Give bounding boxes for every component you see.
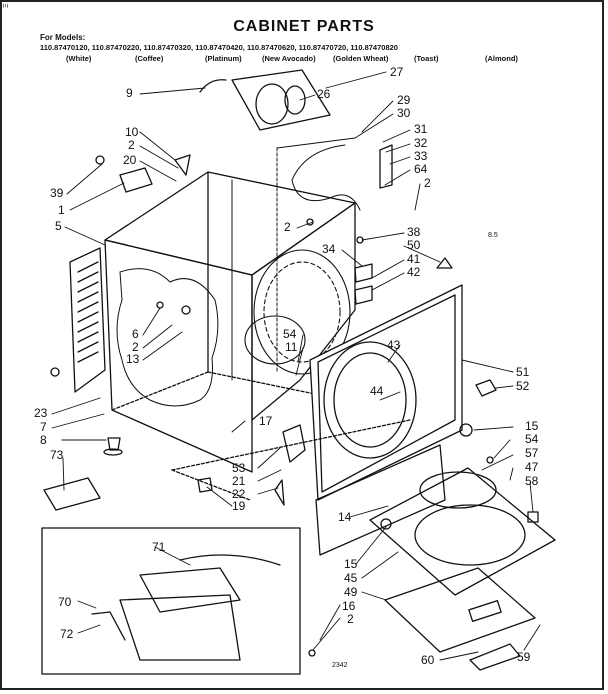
wire-harness [276,137,361,373]
callout-21: 21 [232,474,246,488]
callout-54: 54 [525,432,539,446]
model-color: (Platinum) [205,54,242,63]
model-color: (Almond) [485,54,518,63]
callout-26: 26 [317,87,331,101]
callout-44: 44 [370,384,384,398]
model-color: (New Avocado) [262,54,316,63]
callout-9: 9 [126,86,133,100]
callout-72: 72 [60,627,74,641]
callout-10: 10 [125,125,139,139]
model-number: 110.87470720 [298,43,347,52]
callout-53: 53 [232,461,246,475]
callout-42: 42 [407,265,421,279]
front-panel [309,284,463,501]
for-models-label: For Models: [40,33,86,42]
callout-51: 51 [516,365,530,379]
bottom-code: 2342 [332,662,348,669]
callout-6: 6 [132,327,139,341]
callout-60: 60 [421,653,435,667]
callout-73: 73 [50,448,64,462]
callout-64: 64 [414,162,428,176]
callout-13: 13 [126,352,140,366]
callout-41: 41 [407,252,421,266]
callout-45: 45 [344,571,358,585]
callout-31: 31 [414,122,428,136]
lid-assembly [369,467,556,596]
callout-58: 58 [525,474,539,488]
callout-17: 17 [259,414,273,428]
page-title: CABINET PARTS [233,18,375,35]
leader-lines [51,71,541,661]
callout-29: 29 [397,93,411,107]
callout-57: 57 [525,446,539,460]
callout-71: 71 [152,540,166,554]
callout-2: 2 [424,176,431,190]
model-color: (White) [66,54,92,63]
model-number-row: 110.87470120, 110.87470220, 110.87470320… [40,43,398,52]
model-number: 110.87470220 [91,43,140,52]
callout-15: 15 [344,557,358,571]
callout-7: 7 [40,420,47,434]
motor-assembly [199,69,331,131]
model-number: 110.87470620 [246,43,295,52]
model-number: 110.87470320 [143,43,192,52]
side-code: 8.5 [488,232,498,239]
callout-52: 52 [516,379,530,393]
callout-1: 1 [58,203,65,217]
side-louver-panel [69,247,106,393]
callout-34: 34 [322,242,336,256]
model-number: 110.87470120 [40,43,88,52]
callout-5: 5 [55,219,62,233]
callout-2: 2 [128,138,135,152]
callout-32: 32 [414,136,428,150]
callout-16: 16 [342,599,356,613]
callout-23: 23 [34,406,48,420]
callout-70: 70 [58,595,72,609]
instruction-card [43,477,101,511]
model-color: (Toast) [414,54,439,63]
inset-box [41,527,301,675]
callout-2: 2 [132,340,139,354]
lid-tray [384,567,536,671]
model-color: (Golden Wheat) [333,54,389,63]
callout-22: 22 [232,487,246,501]
callout-38: 38 [407,225,421,239]
callout-54: 54 [283,327,297,341]
callout-19: 19 [232,499,246,513]
callout-2: 2 [284,220,291,234]
callout-39: 39 [50,186,64,200]
callout-11: 11 [285,340,298,354]
model-color: (Coffee) [135,54,164,63]
callout-20: 20 [123,153,137,167]
callout-14: 14 [338,510,352,524]
callout-43: 43 [387,338,401,352]
callout-15: 15 [525,419,539,433]
model-number: 110.87470820 [350,43,398,52]
callout-27: 27 [390,65,404,79]
callout-50: 50 [407,238,421,252]
callout-47: 47 [525,460,539,474]
callout-2: 2 [347,612,354,626]
callout-59: 59 [517,650,531,664]
callout-8: 8 [40,433,47,447]
callout-49: 49 [344,585,358,599]
drum-outline [244,249,351,375]
toe-panel [315,444,446,556]
model-number: 110.87470420 [195,43,243,52]
callout-30: 30 [397,106,411,120]
cabinet-body [104,171,356,473]
callout-33: 33 [414,149,428,163]
